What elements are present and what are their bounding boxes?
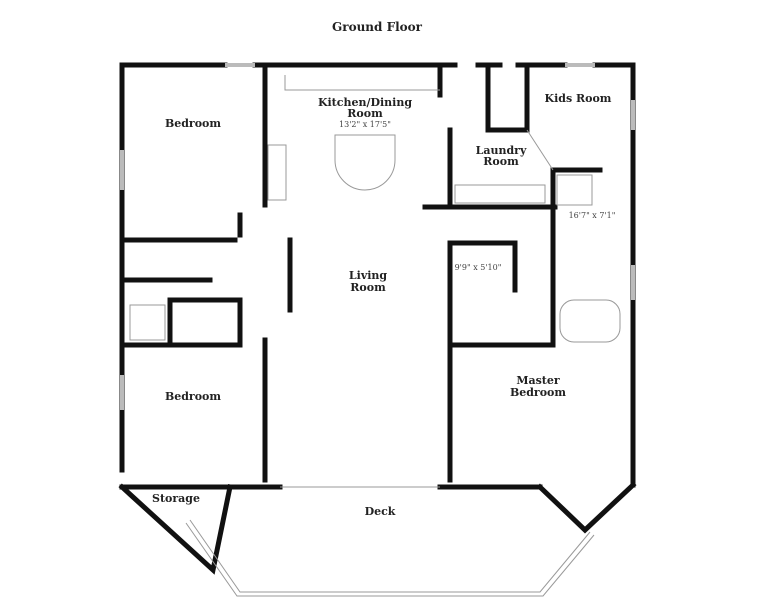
outer-walls [118,62,637,575]
bath-dimension: 16'7" x 7'1" [569,211,616,220]
living-label-line2: Room [350,281,386,294]
kitchen-label-line1: Kitchen/Dining [318,96,412,109]
plan-title: Ground Floor [332,20,423,34]
deck-label: Deck [365,505,396,518]
kitchen-dimension: 13'2" x 17'5" [339,120,391,129]
closet-dimension: 9'9" x 5'10" [455,263,502,272]
storage-label: Storage [152,492,200,505]
laundry-label-line1: Laundry [476,144,527,157]
laundry-label-line2: Room [483,155,519,168]
kitchen-label-line2: Room [347,107,383,120]
master-label-line1: Master [516,374,560,387]
master-label-line2: Bedroom [510,386,566,399]
fixtures [129,75,621,343]
living-label-line1: Living [349,269,387,282]
bedroom-label: Bedroom [165,117,221,130]
deck-outline [185,519,595,597]
bedroom-2-label: Bedroom [165,390,221,403]
kids-room-label: Kids Room [545,92,612,105]
